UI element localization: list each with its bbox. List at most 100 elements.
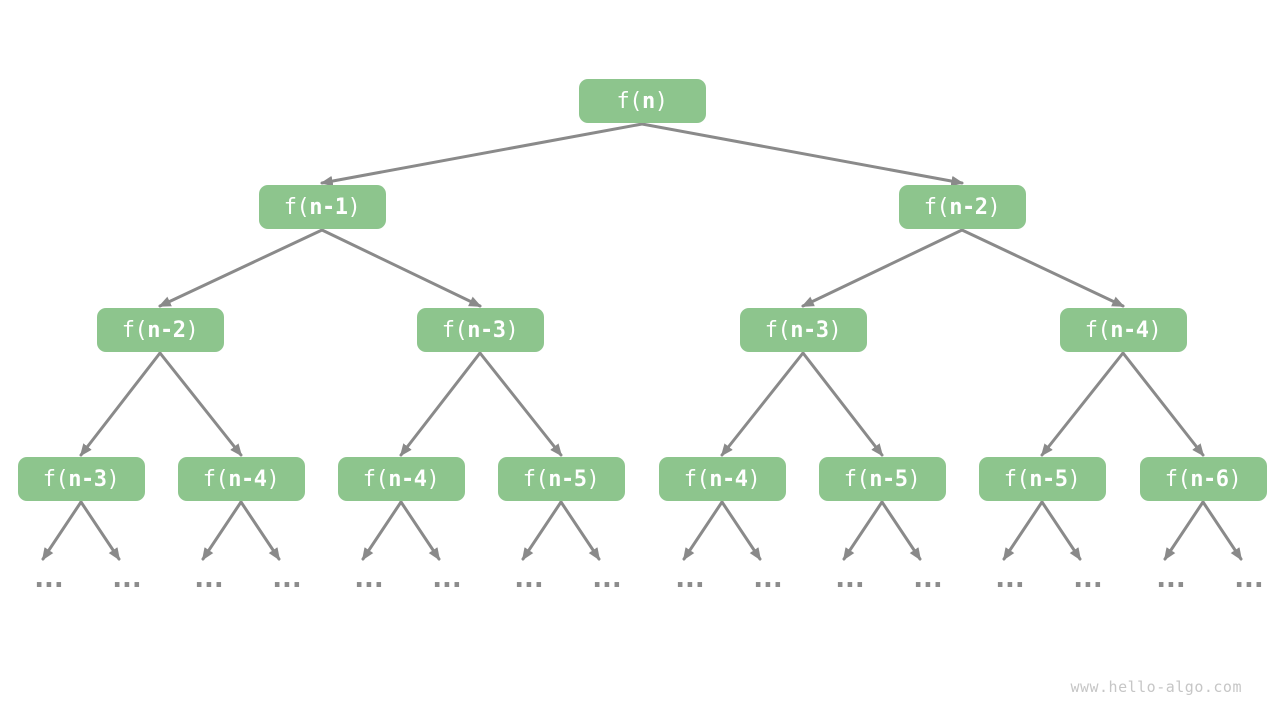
tree-node-f-n-5: f(n-5) [818,457,946,501]
node-label-post: ) [106,466,120,492]
node-label-post: ) [185,317,199,343]
node-label-post: ) [828,317,842,343]
node-label-post: ) [747,466,761,492]
ellipsis: ... [909,561,947,594]
ellipsis: ... [1069,561,1107,594]
edge-arrow [1121,351,1205,457]
tree-node-f-n-5: f(n-5) [497,457,625,501]
edge-arrow [478,351,563,457]
node-label-post: ) [1067,466,1081,492]
edge-arrow [559,500,601,561]
node-label-arg: n-3 [790,317,829,343]
edge-arrow [1040,351,1125,457]
node-label-pre: f( [923,194,950,220]
tree-node-f-n-3: f(n-3) [739,308,867,352]
node-label-arg: n-4 [1110,317,1149,343]
edge-arrow [158,351,243,457]
edge-arrow [842,500,884,561]
edge-arrow [320,122,644,187]
ellipsis: ... [749,561,787,594]
tree-node-f-n-5: f(n-5) [978,457,1106,501]
node-label-post: ) [266,466,280,492]
node-label-pre: f( [1084,317,1111,343]
node-label-pre: f( [121,317,148,343]
tree-node-f-n-3: f(n-3) [17,457,145,501]
tree-node-f-n-3: f(n-3) [416,308,544,352]
node-label-arg: n-5 [548,466,587,492]
edge-arrow [158,228,324,308]
edge-arrow [960,228,1125,308]
edge-arrow [880,500,922,561]
node-label-post: ) [907,466,921,492]
ellipsis: ... [671,561,709,594]
node-label-pre: f( [42,466,69,492]
tree-node-f-n-4: f(n-4) [658,457,786,501]
ellipsis: ... [588,561,626,594]
node-label-pre: f( [616,88,643,114]
ellipsis: ... [190,561,228,594]
node-label-post: ) [654,88,668,114]
node-label-arg: n-3 [68,466,107,492]
node-label-pre: f( [202,466,229,492]
edge-arrow [41,500,83,561]
node-label-pre: f( [441,317,468,343]
node-label-post: ) [987,194,1001,220]
edge-arrow [79,351,162,457]
node-label-post: ) [1148,317,1162,343]
tree-node-f-n-2: f(n-2) [898,185,1026,229]
node-label-pre: f( [1164,466,1191,492]
node-label-post: ) [586,466,600,492]
ellipsis: ... [510,561,548,594]
edge-arrow [720,351,805,457]
edge-arrow [239,500,281,561]
ellipsis: ... [1230,561,1268,594]
tree-node-f-n: f(n) [578,79,706,123]
edge-arrow [640,122,964,187]
tree-node-f-n-1: f(n-1) [258,185,386,229]
node-label-pre: f( [522,466,549,492]
edge-arrow [1201,500,1243,561]
node-label-pre: f( [843,466,870,492]
tree-node-f-n-6: f(n-6) [1139,457,1267,501]
edge-arrow [521,500,563,561]
node-label-post: ) [1228,466,1242,492]
node-label-arg: n-5 [869,466,908,492]
edge-arrow [801,351,884,457]
node-label-post: ) [505,317,519,343]
node-label-pre: f( [283,194,310,220]
ellipsis: ... [831,561,869,594]
edge-arrow [720,500,762,561]
node-label-post: ) [347,194,361,220]
watermark-text: www.hello-algo.com [1070,678,1242,696]
ellipsis: ... [428,561,466,594]
ellipsis: ... [108,561,146,594]
node-label-arg: n-4 [709,466,748,492]
tree-node-f-n-4: f(n-4) [177,457,305,501]
ellipsis: ... [350,561,388,594]
edge-arrow [201,500,243,561]
tree-node-f-n-4: f(n-4) [1059,308,1187,352]
edge-arrow [682,500,724,561]
edge-arrow [1002,500,1044,561]
node-label-arg: n-4 [388,466,427,492]
edge-arrow [1040,500,1082,561]
node-label-arg: n [642,88,655,114]
edge-arrow [320,228,482,308]
tree-node-f-n-4: f(n-4) [337,457,465,501]
node-label-arg: n-1 [309,194,348,220]
ellipsis: ... [268,561,306,594]
node-label-arg: n-2 [949,194,988,220]
tree-node-f-n-2: f(n-2) [96,308,224,352]
node-label-pre: f( [683,466,710,492]
node-label-arg: n-2 [147,317,186,343]
node-label-arg: n-6 [1190,466,1229,492]
node-label-pre: f( [362,466,389,492]
ellipsis: ... [1152,561,1190,594]
edge-arrow [361,500,403,561]
node-label-pre: f( [1003,466,1030,492]
node-label-pre: f( [764,317,791,343]
edge-arrow [399,351,482,457]
node-label-arg: n-3 [467,317,506,343]
